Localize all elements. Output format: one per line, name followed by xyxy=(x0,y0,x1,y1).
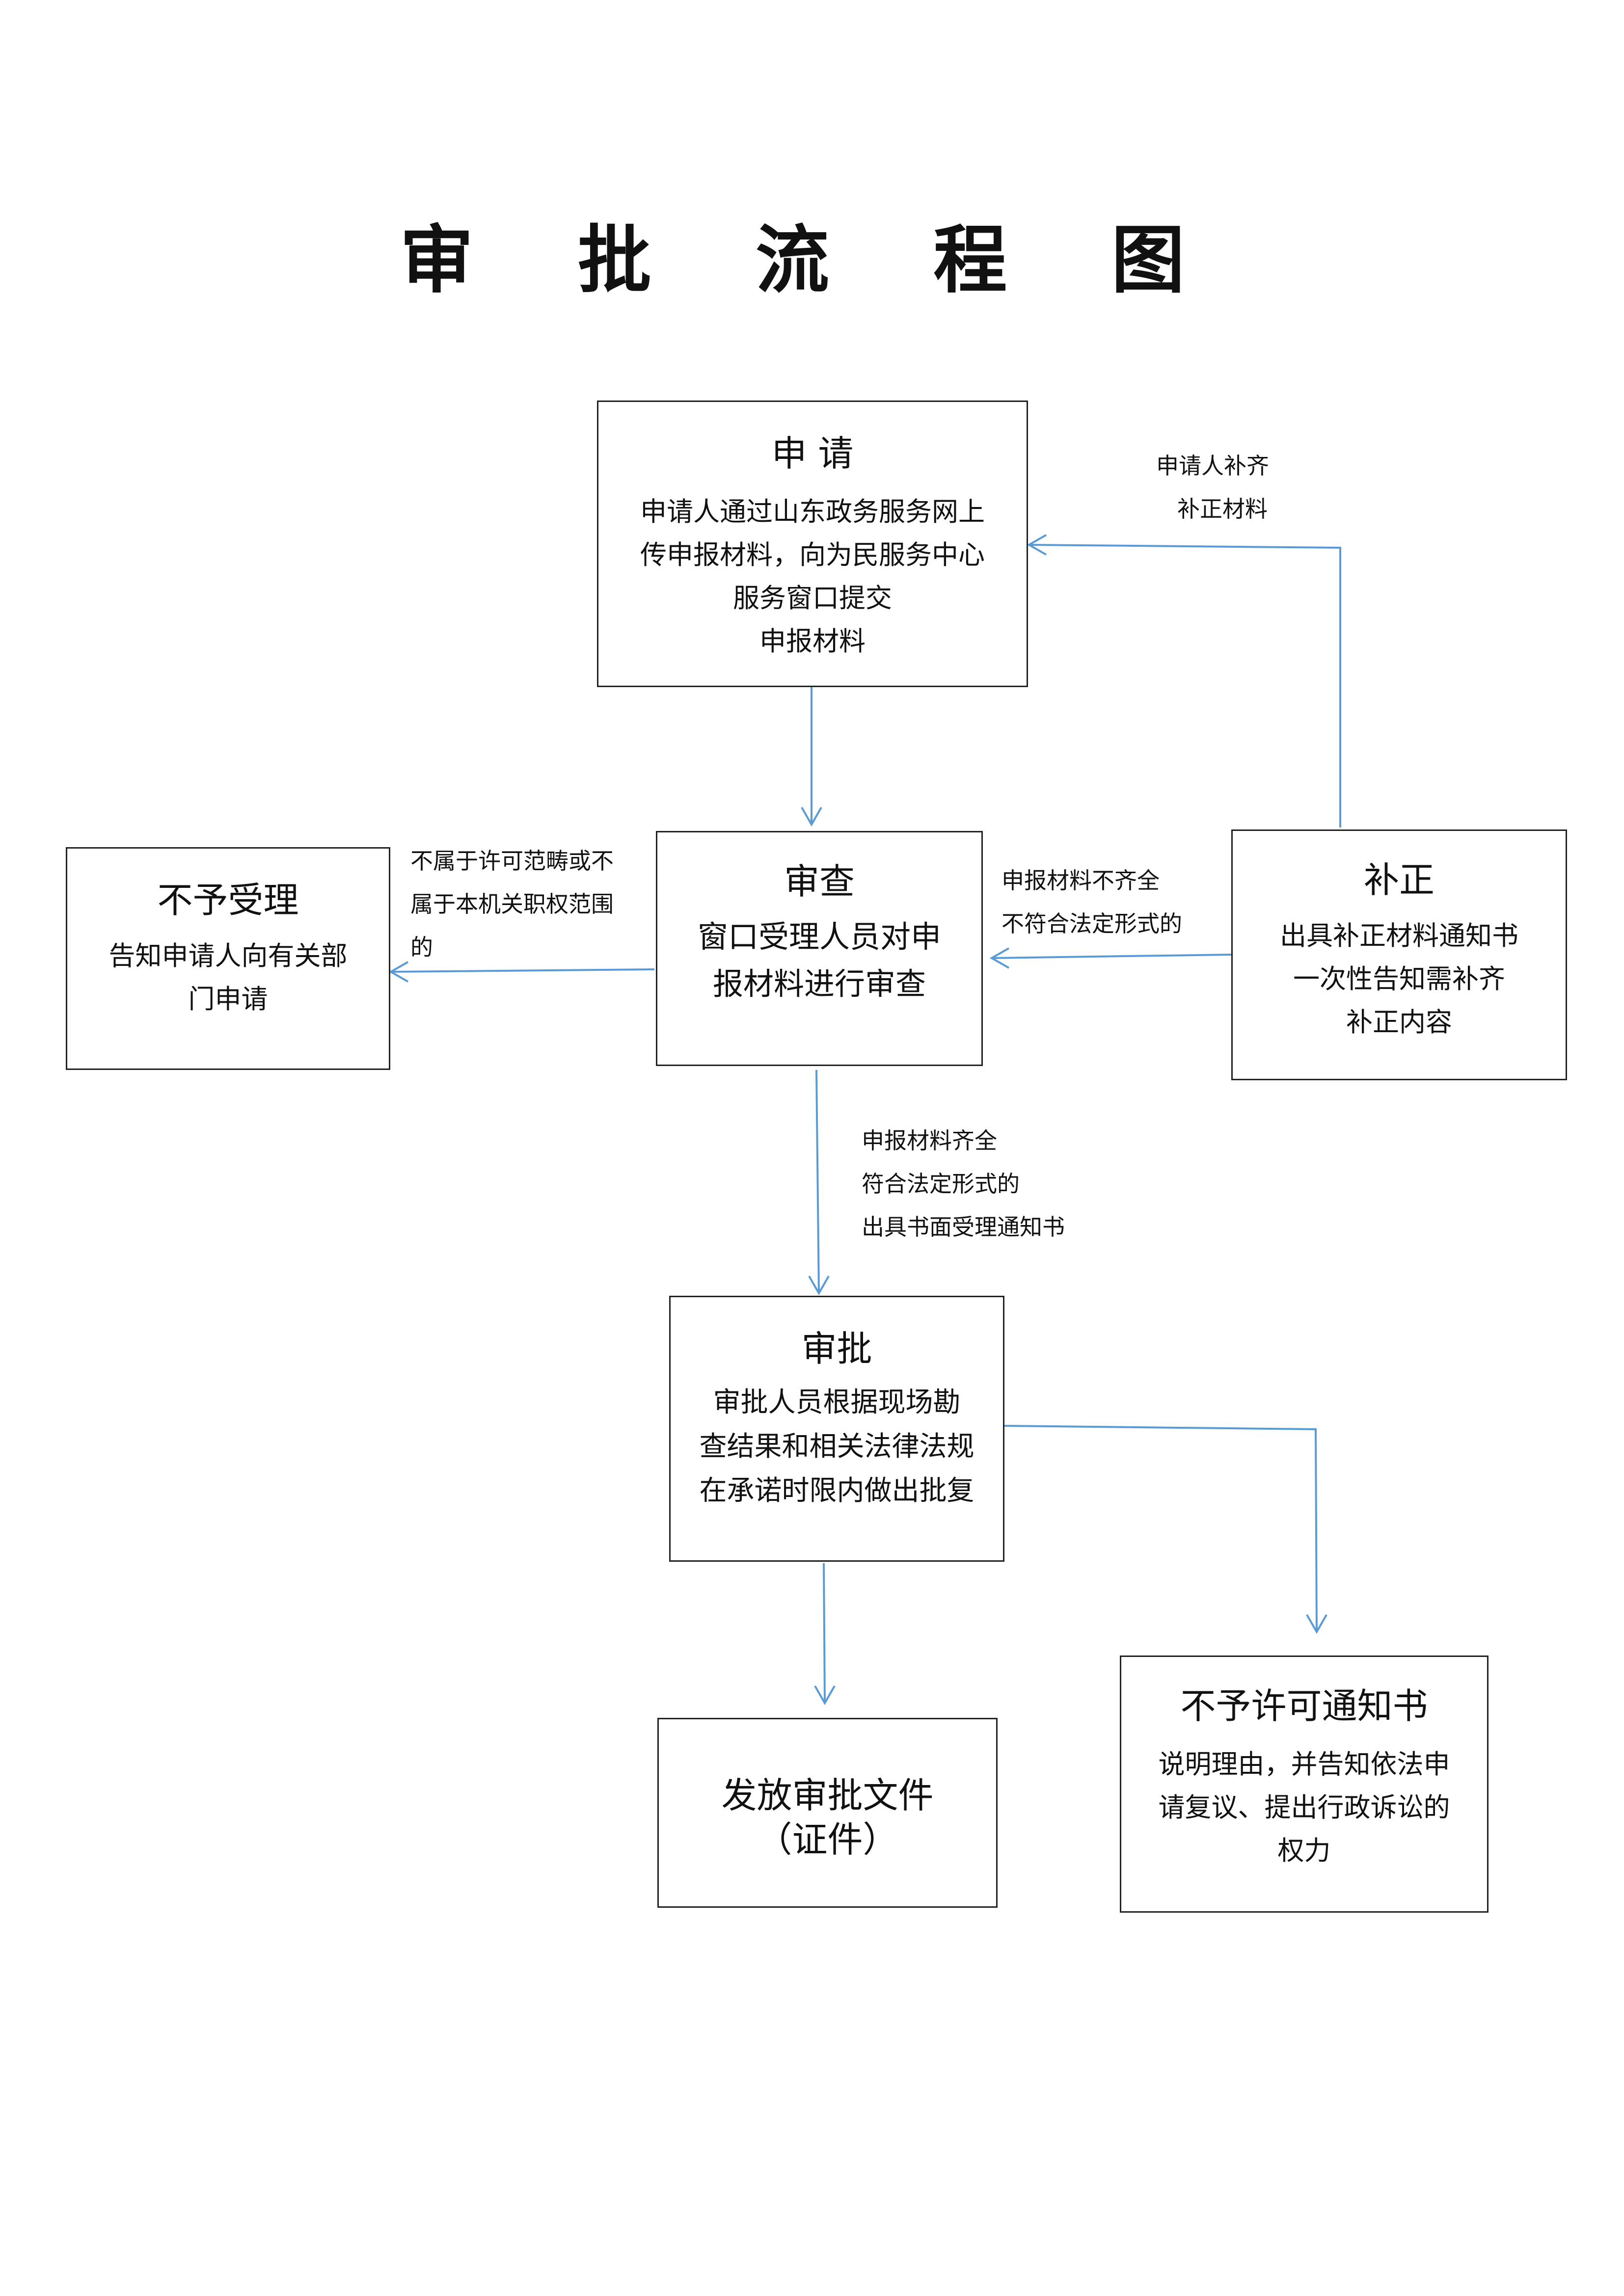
arrowhead-review-to-approve xyxy=(808,1276,830,1296)
arrow-review-to-reject xyxy=(390,968,655,973)
arrow-supplement-to-apply xyxy=(1029,544,1341,828)
apply-node-title: 申 请 xyxy=(771,433,854,474)
resubmit-label-line: 申请人补齐 xyxy=(1156,453,1269,479)
arrowhead-apply-to-review xyxy=(801,807,822,827)
approve-node-title: 审批 xyxy=(801,1328,872,1369)
arrow-approve-to-issue xyxy=(823,1563,826,1704)
review-node-line: 报材料进行审查 xyxy=(712,966,926,1002)
page-title: 审 批 流 程 图 xyxy=(400,217,1224,303)
complete-label-line: 出具书面受理通知书 xyxy=(862,1214,1065,1240)
out-of-scope-label-line: 不属于许可范畴或不 xyxy=(410,848,614,874)
reject-node-body: 告知申请人向有关部 门申请 xyxy=(67,934,389,1021)
arrowhead-approve-to-deny xyxy=(1306,1614,1327,1634)
arrow-review-to-approve xyxy=(815,1069,820,1294)
arrow-supplement-to-review xyxy=(991,954,1232,959)
deny-node-line: 请复议、提出行政诉讼的 xyxy=(1158,1792,1450,1823)
approve-node-line: 审批人员根据现场勘 xyxy=(713,1387,961,1418)
complete-label-line: 符合法定形式的 xyxy=(862,1171,1020,1197)
resubmit-label-line: 补正材料 xyxy=(1177,496,1268,522)
apply-node-line: 服务窗口提交 xyxy=(733,583,892,614)
out-of-scope-label-line: 属于本机关职权范围 xyxy=(410,891,614,917)
approve-node: 审批 审批人员根据现场勘 查结果和相关法律法规 在承诺时限内做出批复 xyxy=(669,1296,1004,1562)
incomplete-label: 申报材料不齐全 不符合法定形式的 xyxy=(1001,859,1182,945)
out-of-scope-label-line: 的 xyxy=(410,934,433,961)
approve-node-line: 查结果和相关法律法规 xyxy=(699,1431,974,1463)
apply-node-line: 申请人通过山东政务服务网上 xyxy=(640,496,985,527)
deny-node-line: 权力 xyxy=(1277,1835,1331,1866)
supplement-node: 补正 出具补正材料通知书 一次性告知需补齐 补正内容 xyxy=(1231,829,1567,1080)
arrowhead-supplement-to-review xyxy=(989,947,1009,969)
complete-label-line: 申报材料齐全 xyxy=(862,1127,997,1154)
issue-node-title: 发放审批文件 xyxy=(721,1775,934,1816)
reject-node-line: 告知申请人向有关部 xyxy=(108,940,348,971)
supplement-node-body: 出具补正材料通知书 一次性告知需补齐 补正内容 xyxy=(1233,914,1566,1044)
apply-node-body: 申请人通过山东政务服务网上 传申报材料，向为民服务中心 服务窗口提交 申报材料 xyxy=(598,490,1027,663)
arrowhead-supplement-to-apply xyxy=(1027,534,1047,556)
supplement-node-line: 一次性告知需补齐 xyxy=(1293,963,1505,994)
out-of-scope-label: 不属于许可范畴或不 属于本机关职权范围 的 xyxy=(410,839,614,969)
incomplete-label-line: 申报材料不齐全 xyxy=(1001,867,1160,894)
review-node-line: 窗口受理人员对申 xyxy=(697,919,941,955)
review-node: 审查 窗口受理人员对申 报材料进行审查 xyxy=(656,831,983,1066)
resubmit-label: 申请人补齐 补正材料 xyxy=(1156,444,1269,531)
reject-node-title: 不予受理 xyxy=(157,880,299,921)
approve-node-body: 审批人员根据现场勘 查结果和相关法律法规 在承诺时限内做出批复 xyxy=(671,1381,1003,1513)
incomplete-label-line: 不符合法定形式的 xyxy=(1001,910,1182,937)
supplement-node-title: 补正 xyxy=(1363,859,1435,901)
arrowhead-review-to-reject xyxy=(388,961,408,983)
arrowhead-approve-to-issue xyxy=(814,1685,836,1706)
deny-node: 不予许可通知书 说明理由，并告知依法申 请复议、提出行政诉讼的 权力 xyxy=(1120,1655,1489,1913)
approve-node-line: 在承诺时限内做出批复 xyxy=(699,1475,974,1507)
review-node-body: 窗口受理人员对申 报材料进行审查 xyxy=(657,913,981,1008)
apply-node-line: 申报材料 xyxy=(759,626,866,657)
deny-node-body: 说明理由，并告知依法申 请复议、提出行政诉讼的 权力 xyxy=(1121,1743,1487,1872)
deny-node-title: 不予许可通知书 xyxy=(1180,1685,1428,1727)
review-node-title: 审查 xyxy=(784,861,855,902)
apply-node-line: 传申报材料，向为民服务中心 xyxy=(640,539,985,570)
issue-node: 发放审批文件 （证件） xyxy=(657,1718,998,1908)
deny-node-line: 说明理由，并告知依法申 xyxy=(1158,1749,1450,1780)
supplement-node-line: 补正内容 xyxy=(1346,1007,1452,1038)
issue-node-subtitle: （证件） xyxy=(757,1819,898,1860)
reject-node: 不予受理 告知申请人向有关部 门申请 xyxy=(66,847,390,1070)
supplement-node-line: 出具补正材料通知书 xyxy=(1280,920,1518,951)
apply-node: 申 请 申请人通过山东政务服务网上 传申报材料，向为民服务中心 服务窗口提交 申… xyxy=(597,400,1028,687)
reject-node-line: 门申请 xyxy=(188,984,268,1015)
complete-label: 申报材料齐全 符合法定形式的 出具书面受理通知书 xyxy=(862,1119,1065,1249)
arrow-approve-to-deny xyxy=(1004,1425,1318,1632)
